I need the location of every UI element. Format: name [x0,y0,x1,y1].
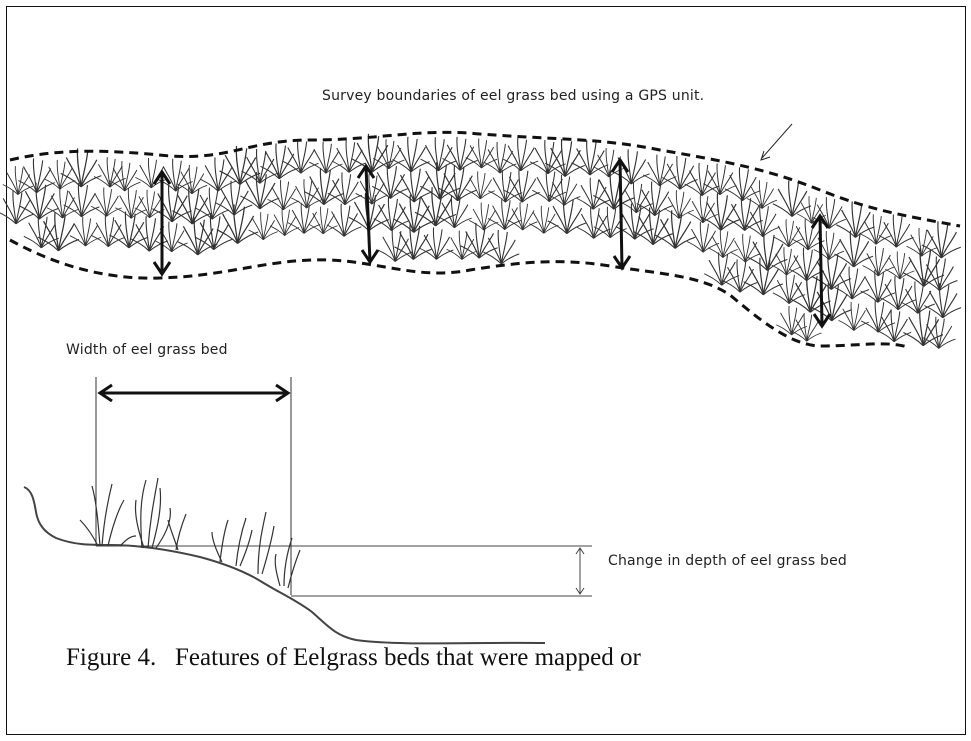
eelgrass-tuft [64,183,100,217]
eelgrass-tuft [91,188,122,217]
eelgrass-tuft [664,190,694,218]
eelgrass-tuft [504,169,539,202]
eelgrass-tuft [701,193,740,230]
eelgrass-tuft [242,149,278,183]
depth-dimension-arrow [576,548,584,594]
eelgrass-tuft [437,195,472,228]
eelgrass-tuft [309,142,342,173]
eelgrass-tuft [420,137,456,171]
eelgrass-tuft [922,221,961,258]
eelgrass-tuft [814,231,844,260]
eelgrass-tuft [47,189,78,218]
eelgrass-tuft [92,215,125,246]
eelgrass-tuft [156,222,188,252]
eelgrass-tuft [291,179,322,208]
eelgrass-tuft [773,273,805,304]
eelgrass-tuft [503,138,538,171]
eelgrass-tuft [880,276,916,310]
eelgrass-tuft [115,188,147,218]
eelgrass-tuft [529,206,558,234]
cross-section-grass [80,478,300,588]
eelgrass-tuft [332,140,366,172]
eelgrass-tuft [395,167,432,202]
eelgrass-tuft [530,140,566,174]
eelgrass-tuft [447,231,478,260]
eelgrass-tuft [839,302,869,331]
eelgrass-tuft [685,163,720,196]
eelgrass-tuft [217,204,258,243]
eelgrass-tuft [3,166,33,195]
eelgrass-tuft [61,148,102,186]
eelgrass-tuft [576,178,609,210]
eelgrass-tuft [442,137,477,170]
eelgrass-tuft [109,161,141,191]
leader-arrowhead [761,151,770,160]
eelgrass-tuft [327,204,362,237]
eelgrass-tuft [177,165,208,194]
eelgrass-tuft [283,140,319,174]
eelgrass-tuft [572,140,609,175]
eelgrass-tuft [704,252,739,285]
eelgrass-tuft [466,171,495,199]
seabed-profile [24,487,545,643]
eelgrass-tuft [620,182,652,213]
depth-change-label: Change in depth of eel grass bed [608,549,938,573]
eelgrass-tuft [907,228,937,256]
eelgrass-tuft [725,167,760,200]
survey-boundaries-label: Survey boundaries of eel grass bed using… [322,88,704,104]
width-dimension-arrow [100,385,288,401]
eelgrass-tuft [469,203,498,231]
eelgrass-tuft [419,227,453,259]
eelgrass-tuft [548,175,580,206]
eelgrass-tuft [392,137,429,172]
eelgrass-tuft [24,215,59,248]
eelgrass-tuft [309,207,338,234]
bed-width-arrow-1 [154,172,170,274]
eelgrass-tuft [195,214,232,249]
label-leader-line [762,124,792,158]
eelgrass-tuft [747,233,787,271]
eelgrass-tuft [195,188,228,220]
eelgrass-tuft [922,317,955,349]
eelgrass-tuft [488,170,522,202]
eelgrass-tuft [613,149,650,184]
eelgrass-tuft [356,174,388,204]
eelgrass-tuft [267,180,299,210]
eelgrass-tuft [18,158,54,192]
eelgrass-tuft [723,259,758,292]
eelgrass-tuft [0,191,34,224]
eelgrass-tuft [38,212,79,251]
eelgrass-tuft [903,308,943,345]
eelgrass-tuft [260,143,297,178]
eelgrass-tuft [790,274,831,312]
bed-width-label: Width of eel grass bed [66,342,228,358]
eelgrass-tuft [484,142,517,173]
eelgrass-tuft [110,212,149,248]
eelgrass-tuft [687,222,719,252]
eelgrass-tuft [633,208,672,245]
figure-caption: Figure 4. Features of Eelgrass beds that… [66,644,641,672]
eelgrass-tuft [483,230,519,264]
eelgrass-tuft [270,208,299,236]
eelgrass-tuft [861,300,895,332]
